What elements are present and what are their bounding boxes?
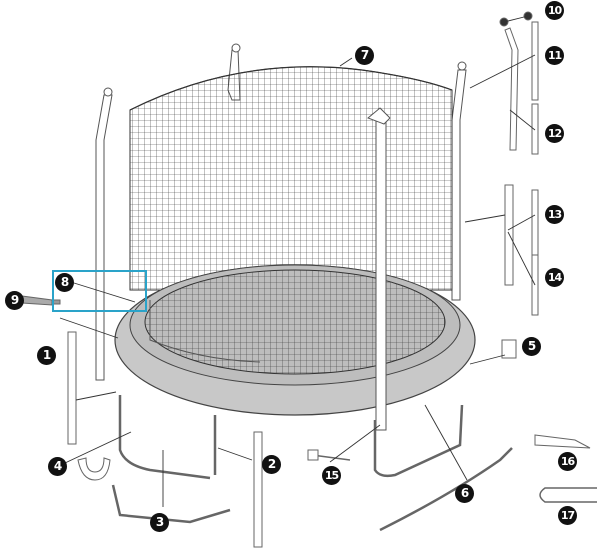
highlight-box-part-8 — [52, 270, 147, 312]
callout-3: 3 — [150, 513, 169, 532]
callout-12: 12 — [545, 124, 564, 143]
callout-8: 8 — [55, 273, 74, 292]
enclosure-net — [129, 66, 453, 291]
callout-17: 17 — [558, 506, 577, 525]
callout-2: 2 — [262, 455, 281, 474]
callout-5: 5 — [522, 337, 541, 356]
callout-6: 6 — [455, 484, 474, 503]
callout-1: 1 — [37, 346, 56, 365]
callout-14: 14 — [545, 268, 564, 287]
callout-13: 13 — [545, 205, 564, 224]
callout-9: 9 — [5, 291, 24, 310]
callout-15: 15 — [322, 466, 341, 485]
callout-10: 10 — [545, 1, 564, 20]
callout-4: 4 — [48, 457, 67, 476]
callout-11: 11 — [545, 46, 564, 65]
callout-7: 7 — [355, 46, 374, 65]
callout-16: 16 — [558, 452, 577, 471]
frame-legs — [118, 395, 464, 480]
leader-lines — [59, 15, 536, 507]
front-pole — [367, 107, 391, 431]
jump-mat-and-pad — [114, 264, 476, 416]
